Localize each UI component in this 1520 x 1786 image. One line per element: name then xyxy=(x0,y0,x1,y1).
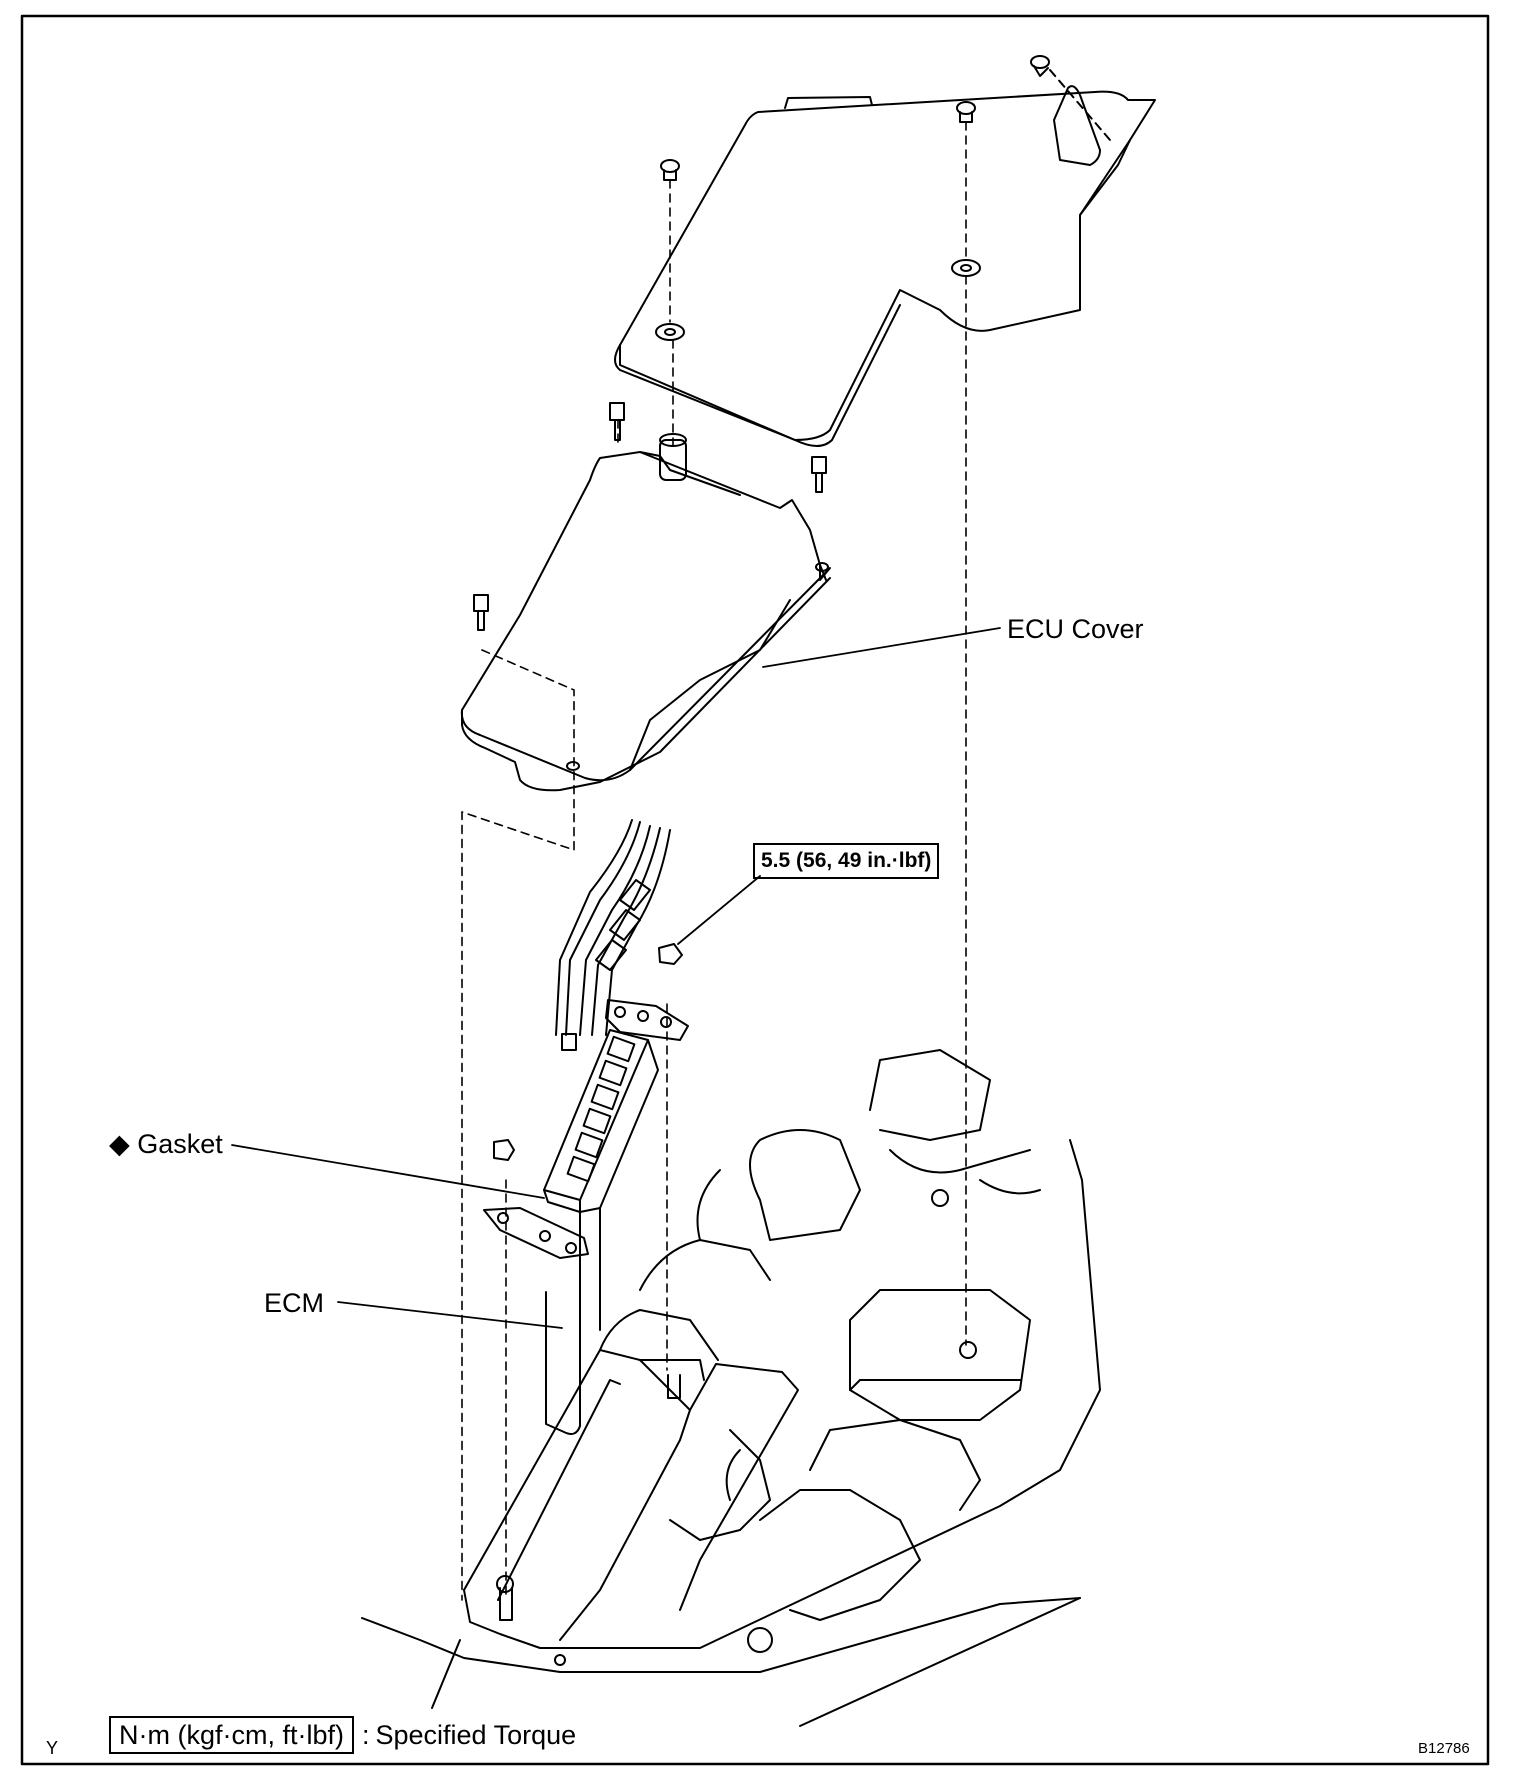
alignment-lines xyxy=(461,121,967,1601)
legend-unit-box: N·m (kgf·cm, ft·lbf) xyxy=(109,1716,354,1754)
diagram-border xyxy=(20,14,1490,1766)
ecm-label: ECM xyxy=(264,1288,324,1318)
legend-separator: : xyxy=(361,1719,370,1750)
torque-legend: N·m (kgf·cm, ft·lbf) : Specified Torque xyxy=(109,1716,576,1754)
ecu-cover-label: ECU Cover xyxy=(1007,614,1144,644)
plate-screw-1 xyxy=(660,159,680,181)
torque-spec-box: 5.5 (56, 49 in.·lbf) xyxy=(753,843,940,879)
cover-bolt-2 xyxy=(811,456,827,493)
ecu-cover xyxy=(460,402,831,792)
corner-mark: Y xyxy=(46,1738,59,1758)
figure-id: B12786 xyxy=(1418,1740,1470,1757)
cover-bolt-1 xyxy=(609,402,625,441)
ecu-cover-leader xyxy=(762,627,1001,668)
ecm-leader xyxy=(337,1301,563,1329)
ecm-nut-upper xyxy=(658,943,683,965)
gasket-label: ◆ Gasket xyxy=(109,1129,223,1159)
engine-bay-base xyxy=(361,1049,1101,1727)
top-cover-plate xyxy=(614,55,1156,447)
wiring-harness xyxy=(555,819,671,1051)
cover-bolt-3 xyxy=(473,594,489,631)
leader-lines xyxy=(231,627,1001,1329)
plate-screw-2 xyxy=(956,101,976,123)
ecm-unit xyxy=(483,943,689,1435)
torque-leader xyxy=(677,875,761,945)
ecm-nut-lower xyxy=(493,1139,515,1161)
gasket-leader xyxy=(231,1144,545,1199)
legend-description: Specified Torque xyxy=(375,1719,577,1750)
plate-screw-3 xyxy=(1030,55,1050,77)
